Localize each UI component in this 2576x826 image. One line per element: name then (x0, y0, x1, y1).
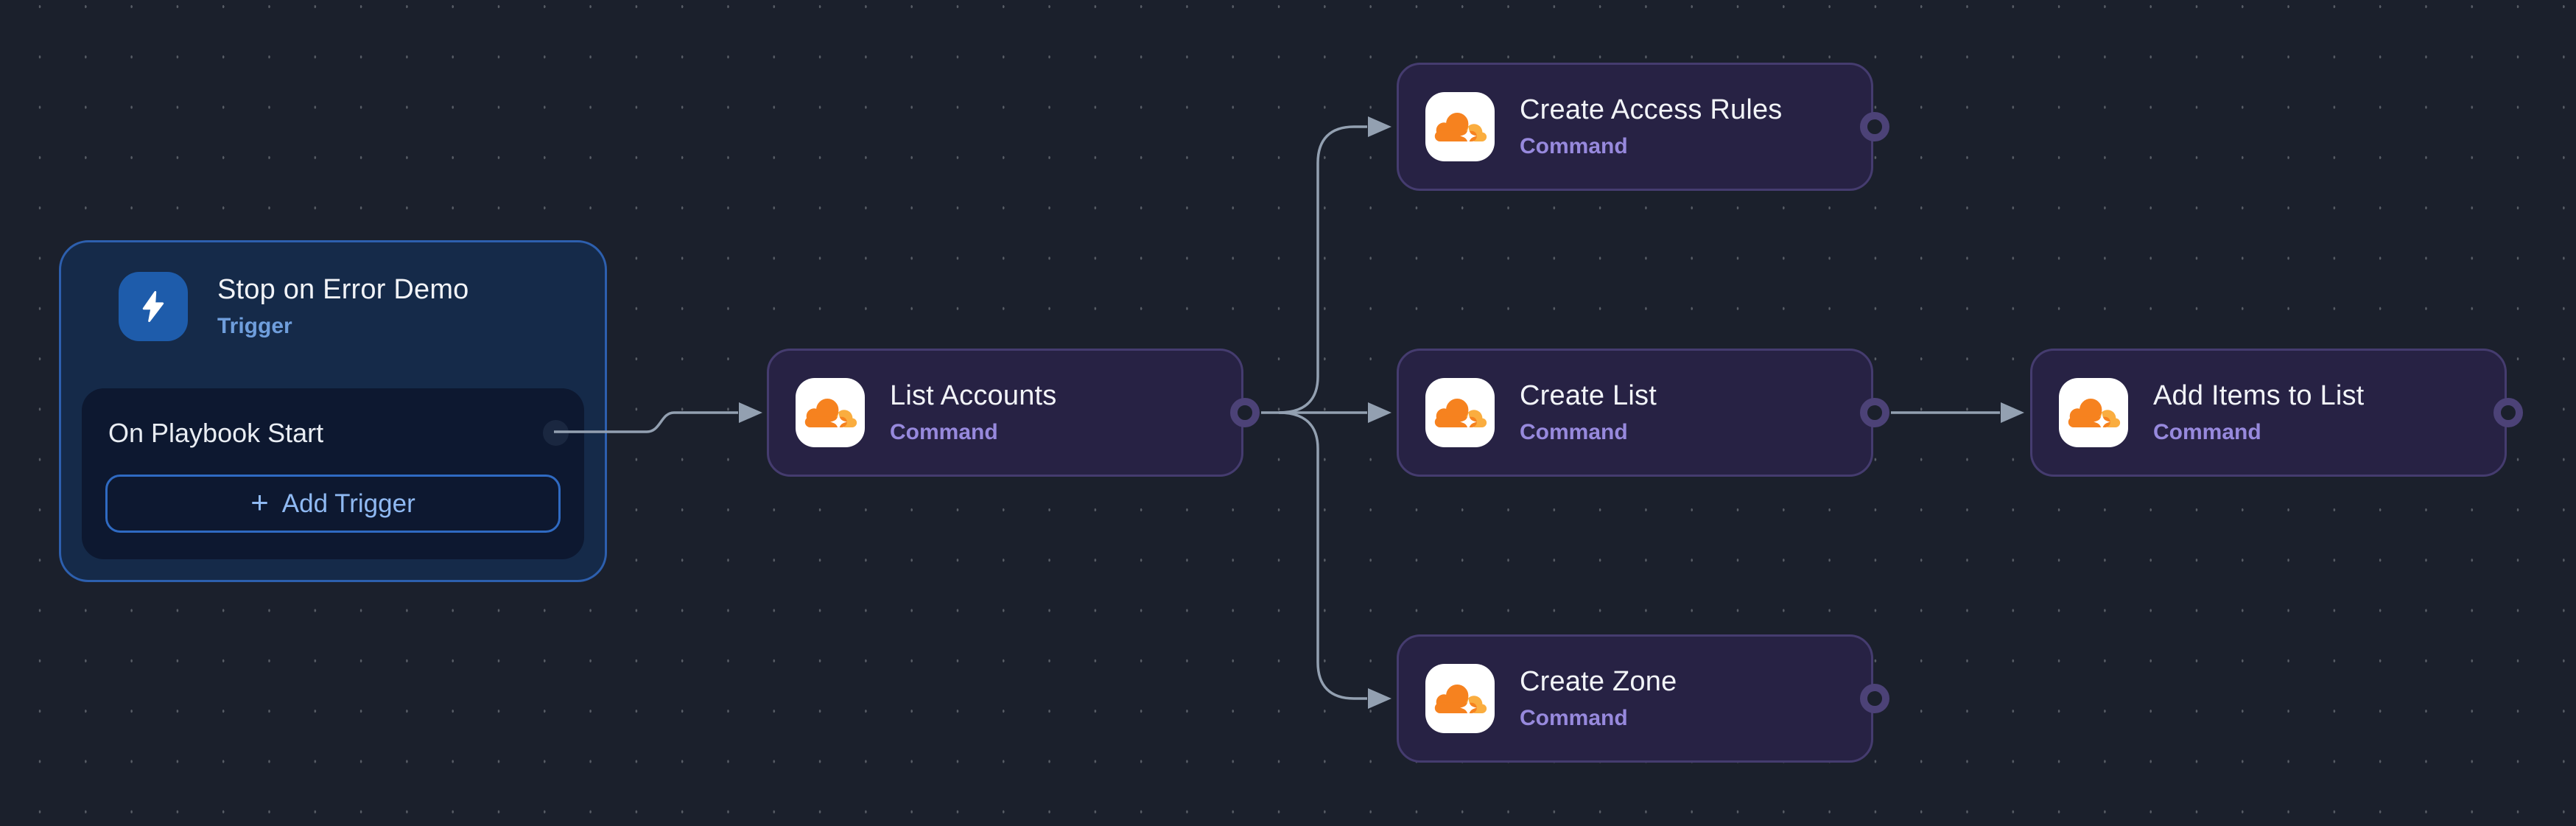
node-list-accounts[interactable]: List Accounts Command (767, 349, 1260, 477)
node-title: Create Access Rules (1520, 94, 1783, 125)
node-add-items-to-list[interactable]: Add Items to List Command (2030, 349, 2523, 477)
arrowhead (1368, 688, 1391, 709)
node-type-label: Command (1520, 420, 1628, 444)
output-port[interactable] (1860, 112, 1889, 141)
arrowhead (739, 402, 762, 423)
output-port[interactable] (1230, 398, 1260, 427)
node-type-label: Trigger (217, 314, 292, 338)
plus-icon: + (250, 484, 269, 519)
cloudflare-icon (1425, 664, 1495, 733)
cloudflare-icon (1425, 92, 1495, 161)
trigger-header: Stop on Error Demo Trigger (119, 272, 469, 341)
connection-list-accounts-to-create-zone (1278, 411, 1367, 700)
node-title: Add Items to List (2153, 380, 2365, 411)
node-text-block: Create Access Rules Command (1520, 94, 1783, 159)
connection-list-accounts-to-create-access-rules (1278, 125, 1367, 414)
node-text-block: Create Zone Command (1520, 666, 1677, 731)
node-text-block: List Accounts Command (890, 380, 1057, 445)
cloudflare-icon (1425, 378, 1495, 447)
arrowhead (2001, 402, 2024, 423)
add-trigger-button[interactable]: + Add Trigger (105, 475, 561, 533)
cloudflare-icon (796, 378, 865, 447)
output-port[interactable] (2493, 398, 2523, 427)
output-port[interactable] (1860, 398, 1889, 427)
node-create-zone[interactable]: Create Zone Command (1397, 634, 1889, 763)
node-create-access-rules[interactable]: Create Access Rules Command (1397, 63, 1889, 191)
node-trigger[interactable]: Stop on Error Demo Trigger On Playbook S… (59, 240, 607, 582)
trigger-text-block: Stop on Error Demo Trigger (217, 274, 469, 339)
node-type-label: Command (890, 420, 998, 444)
node-title: List Accounts (890, 380, 1057, 411)
node-type-label: Command (1520, 706, 1628, 730)
trigger-output-port[interactable] (543, 420, 569, 446)
cloudflare-icon (2059, 378, 2128, 447)
node-title: Create Zone (1520, 666, 1677, 697)
trigger-event-row[interactable]: On Playbook Start + Add Trigger (82, 388, 584, 559)
node-text-block: Add Items to List Command (2153, 380, 2364, 445)
node-title: Stop on Error Demo (217, 274, 469, 305)
node-type-label: Command (1520, 134, 1628, 158)
lightning-bolt-icon (119, 272, 188, 341)
output-port[interactable] (1860, 684, 1889, 713)
node-create-list[interactable]: Create List Command (1397, 349, 1889, 477)
trigger-event-label: On Playbook Start (108, 418, 324, 448)
arrowhead (1368, 116, 1391, 137)
node-type-label: Command (2153, 420, 2261, 444)
arrowhead (1368, 402, 1391, 423)
add-trigger-label: Add Trigger (281, 489, 415, 518)
node-text-block: Create List Command (1520, 380, 1657, 445)
node-title: Create List (1520, 380, 1657, 411)
